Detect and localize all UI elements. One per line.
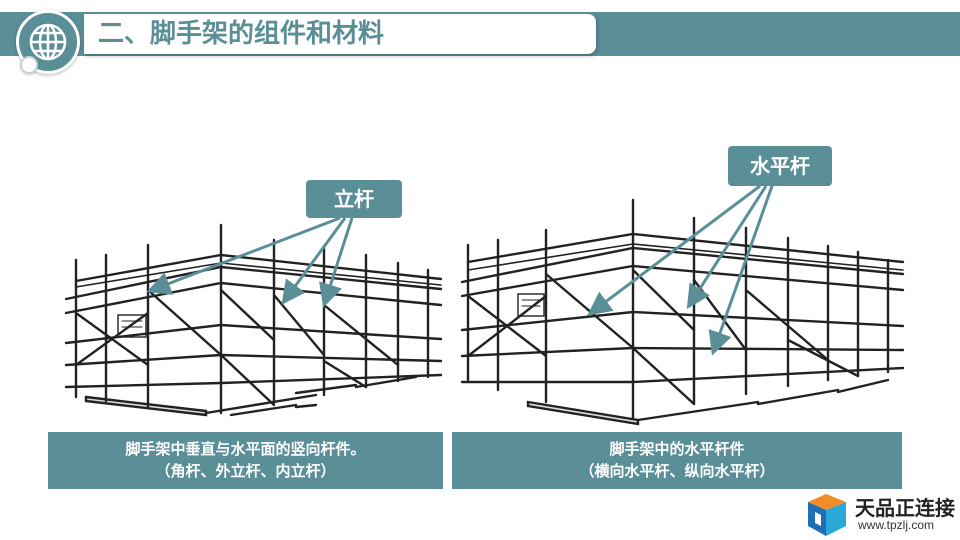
caption-left: 脚手架中垂直与水平面的竖向杆件。 （角杆、外立杆、内立杆）	[48, 432, 443, 489]
brand-logo: 天品正连接 www.tpzlj.com	[800, 490, 960, 540]
cube-logo-icon	[808, 494, 846, 536]
title-box: 二、脚手架的组件和材料	[84, 14, 596, 54]
caption-right: 脚手架中的水平杆件 （横向水平杆、纵向水平杆）	[452, 432, 902, 489]
caption-left-line1: 脚手架中垂直与水平面的竖向杆件。	[125, 440, 366, 458]
label-horizontal-bar: 水平杆	[728, 146, 832, 186]
caption-right-line2: （横向水平杆、纵向水平杆）	[579, 462, 775, 480]
logo-name: 天品正连接	[855, 496, 955, 520]
label-vertical-pole: 立杆	[306, 180, 402, 218]
decorative-dot	[20, 56, 38, 74]
page-title: 二、脚手架的组件和材料	[98, 19, 385, 49]
scaffold-drawing-left	[64, 223, 443, 417]
logo-url: www.tpzlj.com	[858, 518, 935, 532]
caption-right-line1: 脚手架中的水平杆件	[609, 440, 745, 458]
caption-left-line2: （角杆、外立杆、内立杆）	[155, 462, 336, 480]
